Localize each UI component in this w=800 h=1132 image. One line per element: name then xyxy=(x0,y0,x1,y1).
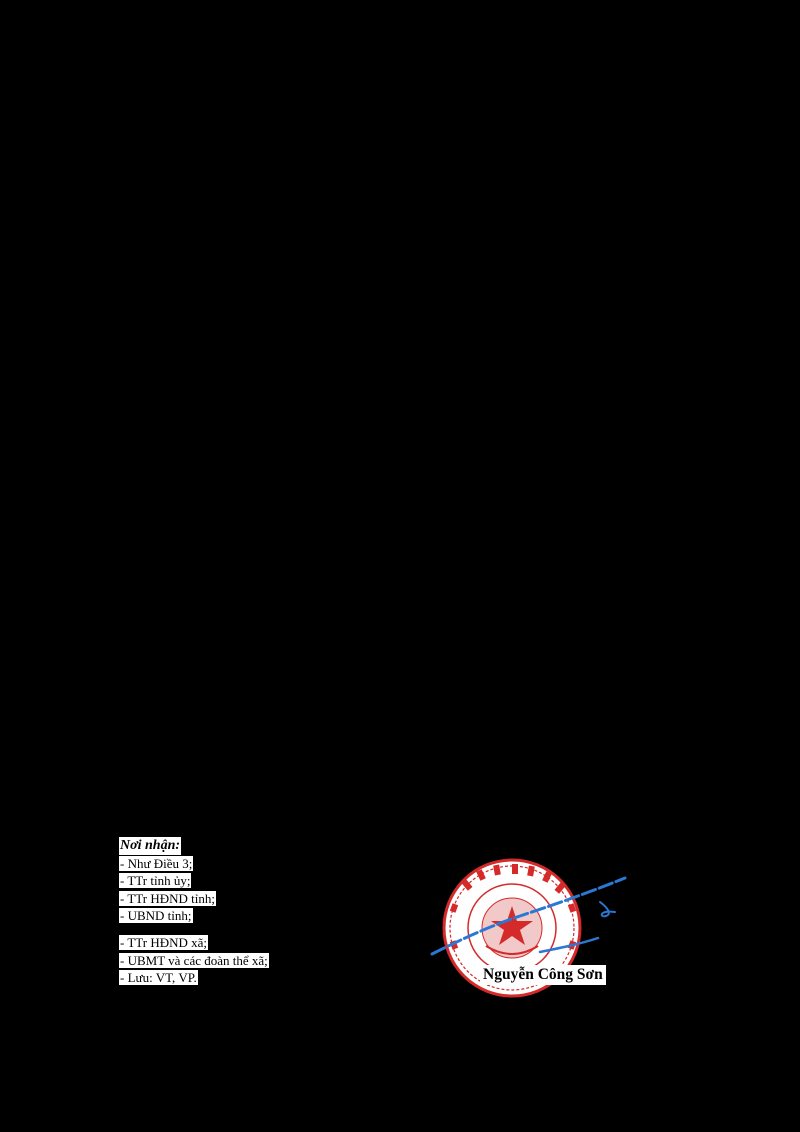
recipient-item: - TTr HĐND tỉnh; xyxy=(119,890,216,906)
recipient-item: - Lưu: VT, VP. xyxy=(119,970,198,986)
recipients-title: Nơi nhận: xyxy=(119,837,182,855)
recipient-item: - Như Điều 3; xyxy=(119,855,194,871)
recipients-gap xyxy=(119,925,269,934)
signature-block: Nguyễn Công Sơn xyxy=(420,850,650,1010)
recipient-item: - TTr HĐND xã; xyxy=(119,934,209,950)
official-seal-stamp xyxy=(430,858,627,998)
recipient-item: - TTr tỉnh ủy; xyxy=(119,873,192,889)
recipient-item: - UBMT và các đoàn thể xã; xyxy=(119,952,269,968)
signer-name: Nguyễn Công Sơn xyxy=(480,965,606,985)
recipient-item: - UBND tỉnh; xyxy=(119,908,193,924)
recipients-block: Nơi nhận: - Như Điều 3; - TTr tỉnh ủy; -… xyxy=(119,836,269,987)
